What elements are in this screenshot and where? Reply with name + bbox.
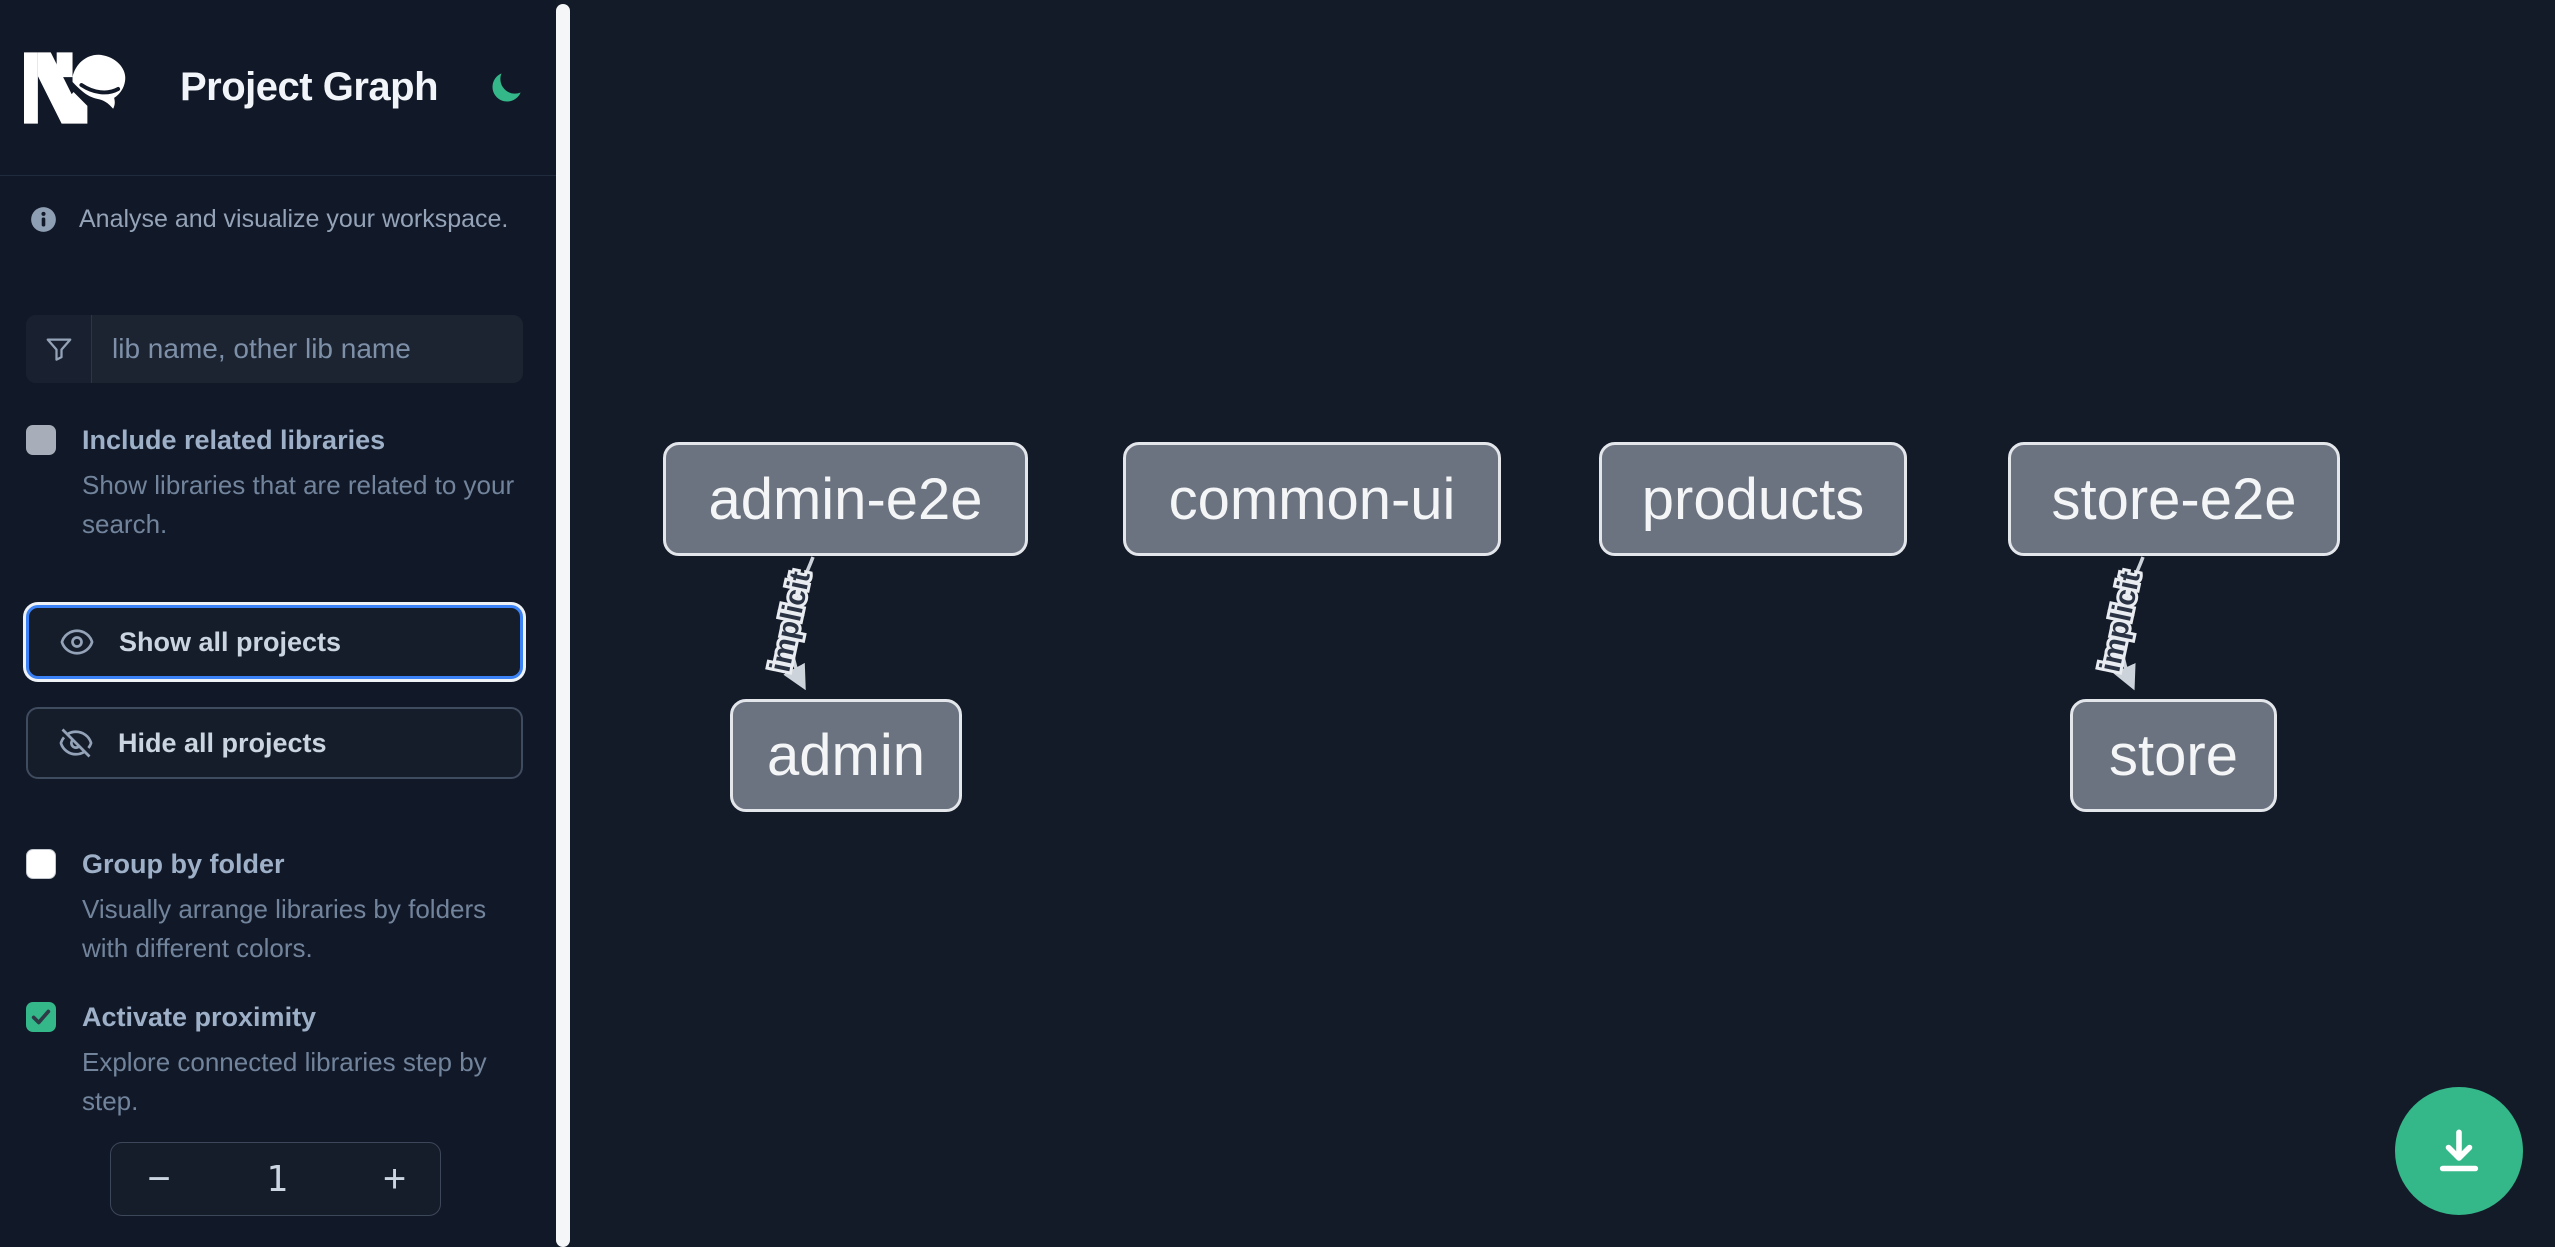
group-by-folder-checkbox[interactable] (26, 849, 56, 879)
download-icon (2439, 1129, 2479, 1172)
download-graph-button[interactable] (2395, 1087, 2523, 1215)
page-title: Project Graph (180, 65, 439, 109)
node-admin-e2e[interactable]: admin-e2e (663, 442, 1028, 556)
eye-slash-icon (59, 728, 93, 758)
search-box (26, 315, 523, 383)
node-admin[interactable]: admin (730, 699, 962, 812)
include-related-label: Include related libraries (82, 425, 386, 455)
include-related-checkbox[interactable] (26, 425, 56, 455)
graph-canvas[interactable]: implicit implicit admin-e2e common-ui pr… (570, 0, 2555, 1247)
include-related-description: Show libraries that are related to your … (82, 470, 515, 539)
sidebar-scrollbar[interactable] (556, 4, 570, 1247)
edge-label-implicit: implicit (2094, 568, 2146, 674)
edge-admin-e2e-to-admin (783, 556, 815, 691)
tagline-text: Analyse and visualize your workspace. (79, 204, 509, 233)
eye-icon (60, 629, 94, 655)
activate-proximity-description: Explore connected libraries step by step… (82, 1047, 487, 1116)
moon-icon (492, 72, 521, 101)
node-common-ui[interactable]: common-ui (1123, 442, 1501, 556)
proximity-depth-stepper: − 1 + (110, 1142, 441, 1216)
nx-logo (24, 51, 126, 124)
group-by-folder-label: Group by folder (82, 849, 285, 879)
search-input[interactable] (92, 315, 523, 383)
checkmark-icon (31, 1009, 51, 1025)
group-by-folder-toggle[interactable]: Group by folder Visually arrange librari… (26, 848, 526, 968)
show-all-projects-button[interactable]: Show all projects (26, 605, 523, 679)
activate-proximity-label: Activate proximity (82, 1002, 317, 1032)
graph-edges: implicit implicit (761, 556, 2150, 691)
group-by-folder-description: Visually arrange libraries by folders wi… (82, 894, 487, 963)
edge-store-e2e-to-store (2113, 556, 2145, 691)
node-store[interactable]: store (2070, 699, 2277, 812)
tagline: Analyse and visualize your workspace. (30, 196, 530, 242)
hide-all-projects-button[interactable]: Hide all projects (26, 707, 523, 779)
activate-proximity-toggle[interactable]: Activate proximity Explore connected lib… (26, 1001, 526, 1121)
sidebar: Project Graph Analyse and visualize your… (0, 0, 556, 1247)
proximity-depth-value: 1 (266, 1158, 288, 1200)
edge-label-implicit: implicit (764, 568, 816, 674)
show-all-projects-label: Show all projects (119, 626, 342, 657)
increment-button[interactable]: + (347, 1143, 440, 1215)
include-related-toggle[interactable]: Include related libraries Show libraries… (26, 424, 526, 544)
info-icon (31, 206, 56, 232)
hide-all-projects-label: Hide all projects (118, 727, 327, 758)
node-store-e2e[interactable]: store-e2e (2008, 442, 2340, 556)
sidebar-header: Project Graph (0, 0, 556, 176)
filter-icon (26, 315, 92, 383)
node-products[interactable]: products (1599, 442, 1907, 556)
decrement-button[interactable]: − (111, 1143, 207, 1215)
theme-toggle-button[interactable] (484, 66, 528, 110)
activate-proximity-checkbox[interactable] (26, 1002, 56, 1032)
